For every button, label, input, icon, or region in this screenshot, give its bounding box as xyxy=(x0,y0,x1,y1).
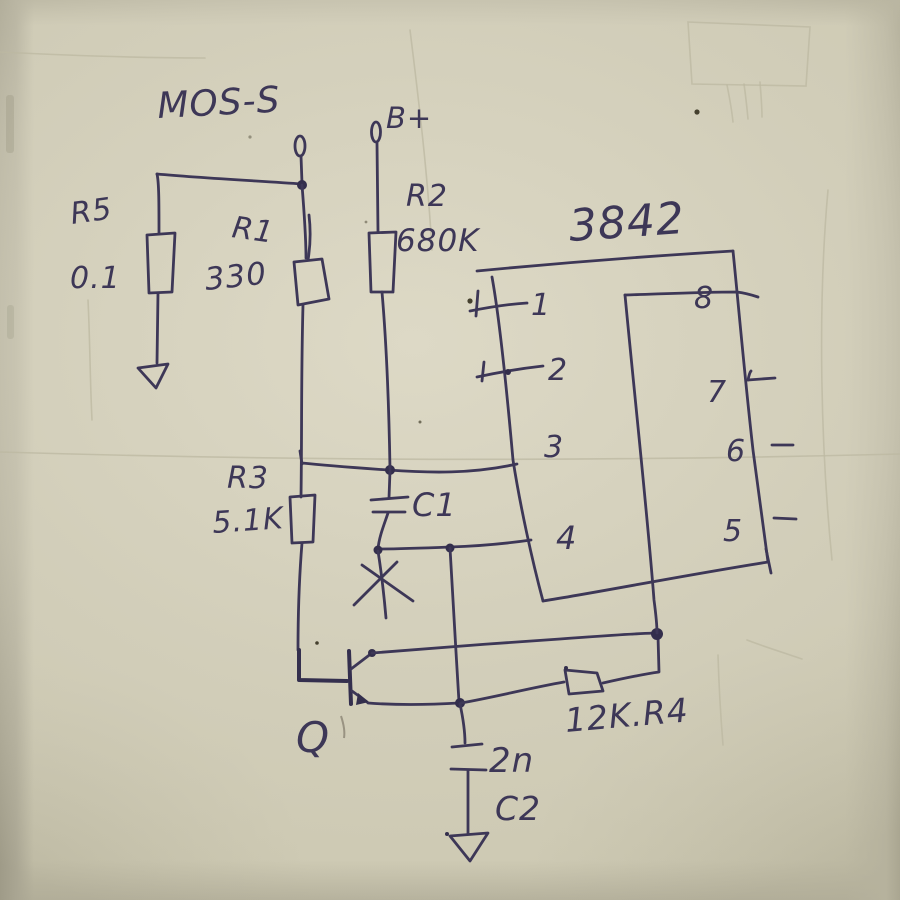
terminal-b-plus xyxy=(370,120,382,234)
paper-creases xyxy=(0,21,900,746)
wire-emitter xyxy=(366,680,566,708)
ground-symbol-c2 xyxy=(445,831,490,863)
capacitor-c1 xyxy=(369,469,410,551)
label-ic-part: 3842 xyxy=(567,193,686,252)
label-r3-name: R3 xyxy=(227,461,269,496)
ic-3842-outline xyxy=(475,249,773,635)
label-r1-value: 330 xyxy=(203,256,269,298)
label-r3-value: 5.1K xyxy=(211,501,286,541)
ic-pin-8: 8 xyxy=(694,281,714,316)
ic-pin-7: 7 xyxy=(707,375,727,410)
ic-pin-4: 4 xyxy=(556,519,577,557)
resistor-r4 xyxy=(563,634,661,696)
ic-pin-5: 5 xyxy=(723,514,743,549)
label-b-plus: B+ xyxy=(386,101,432,135)
capacitor-c2 xyxy=(449,702,488,835)
ground-symbol-r5 xyxy=(136,362,170,390)
ic-pin-1: 1 xyxy=(531,288,551,323)
label-q: Q xyxy=(296,713,330,762)
label-r5-value: 0.1 xyxy=(70,261,121,296)
label-r2-name: R2 xyxy=(406,179,448,214)
label-r1-name: R1 xyxy=(230,210,276,250)
label-c2-value: 2n xyxy=(489,741,534,781)
label-mos-s: MOS-S xyxy=(156,80,281,127)
ic-pin-stubs xyxy=(468,289,798,521)
resistor-r1 xyxy=(292,183,331,499)
label-c2-name: C2 xyxy=(495,789,541,828)
label-c1: C1 xyxy=(412,486,457,524)
wire-collector xyxy=(370,631,656,655)
wire-pin3-net xyxy=(298,449,519,475)
crossed-out-stub xyxy=(352,549,415,620)
ic-pin-2: 2 xyxy=(548,353,568,388)
resistor-r5 xyxy=(145,231,177,365)
ic-pin-3: 3 xyxy=(544,430,564,465)
label-r5-name: R5 xyxy=(68,191,114,231)
label-r4: 12K.R4 xyxy=(563,690,690,740)
wire-pin4-net xyxy=(373,538,533,704)
terminal-mos-s xyxy=(293,134,307,185)
label-r2-value: 680K xyxy=(396,223,481,259)
transistor-q xyxy=(297,648,376,739)
paper-specks xyxy=(248,109,700,645)
resistor-r2 xyxy=(367,230,398,471)
ic-pin-6: 6 xyxy=(726,434,746,469)
resistor-r3 xyxy=(288,493,317,652)
